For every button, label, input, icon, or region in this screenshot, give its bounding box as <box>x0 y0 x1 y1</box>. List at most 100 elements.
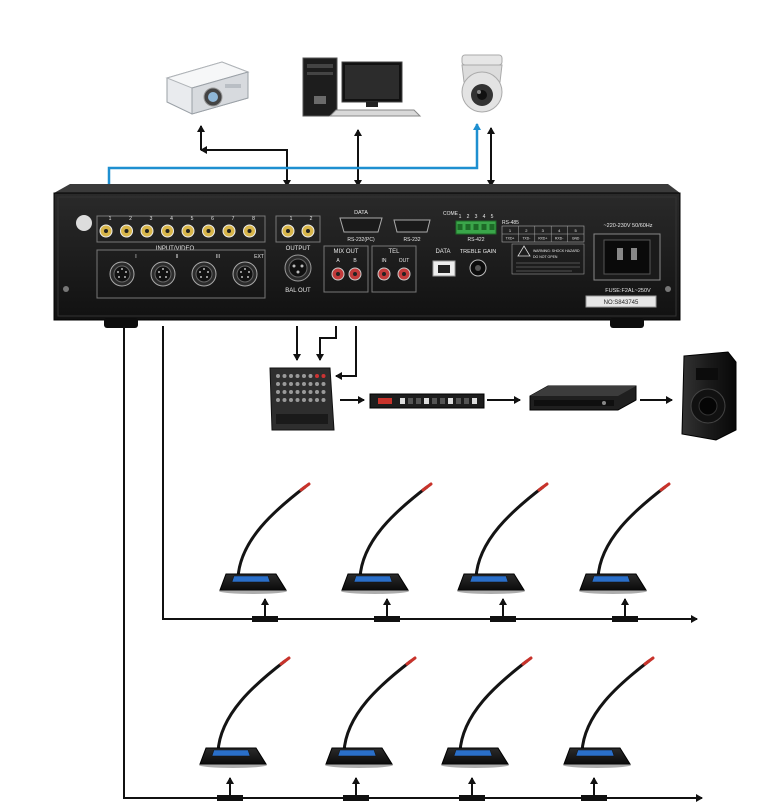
terminal-screw <box>465 224 471 230</box>
warning-box: WARNING: SHOCK HAZARD DO NOT OPEN <box>511 243 585 275</box>
serial-number: NO:S843745 <box>604 300 639 306</box>
microphone-row-2 <box>199 656 655 801</box>
conference-microphone-icon <box>457 482 549 594</box>
rs232-pc-port: DATA RS-232(PC) <box>339 210 383 243</box>
warning-line2: DO NOT OPEN <box>533 255 558 259</box>
svg-text:3: 3 <box>150 216 153 222</box>
rs485-signal: TXD+ <box>506 237 515 241</box>
loudspeaker-icon <box>681 351 737 441</box>
microphone-link <box>217 777 243 801</box>
rs485-pin: 2 <box>525 228 528 233</box>
rs485-signal: TXD- <box>522 237 530 241</box>
svg-text:4: 4 <box>170 216 173 222</box>
conference-microphone-icon <box>563 656 655 768</box>
rs232-pc-label: RS-232(PC) <box>347 237 375 243</box>
terminal-screw <box>481 224 487 230</box>
come-pin-number: 5 <box>491 214 494 220</box>
rs485-label: RS-485 <box>502 220 519 226</box>
svg-text:2: 2 <box>310 216 313 222</box>
data-rj45-port: DATA <box>432 249 456 277</box>
rca-input-jack: 7 <box>222 216 236 238</box>
mix-out-a-label: A <box>336 258 340 264</box>
svg-text:EXT: EXT <box>254 254 264 260</box>
bal-out-section: BAL OUT <box>284 254 312 294</box>
din-mic-socket: III <box>191 254 220 287</box>
input-video-label: INPUT/VIDEO <box>156 246 195 252</box>
tel-section: TEL IN OUT <box>371 245 417 293</box>
rs485-pin: 3 <box>542 228 545 233</box>
data-top-label: DATA <box>354 210 368 216</box>
conference-microphone-icon <box>219 482 311 594</box>
desktop-computer-icon <box>302 57 422 117</box>
conference-microphone-icon <box>199 656 291 768</box>
brand-logo <box>76 215 92 231</box>
treble-gain-label: TREBLE GAIN <box>460 249 496 255</box>
output-label: OUTPUT <box>286 246 311 252</box>
microphone-link <box>459 777 485 801</box>
rs485-pin: 1 <box>509 228 512 233</box>
warning-line1: WARNING: SHOCK HAZARD <box>533 249 580 253</box>
rca-input-jack: 1 <box>99 216 113 238</box>
svg-text:1: 1 <box>109 216 112 222</box>
power-amplifier-icon <box>529 385 637 411</box>
ptz-camera-icon <box>461 54 503 113</box>
tel-out-label: OUT <box>399 258 410 264</box>
rca-input-jack: 4 <box>161 216 174 238</box>
svg-text:I: I <box>135 254 136 260</box>
conference-microphone-icon <box>341 482 433 594</box>
microphone-link <box>581 777 607 801</box>
come-pin-number: 3 <box>475 214 478 220</box>
tel-label: TEL <box>388 249 400 255</box>
rca-input-jack: 5 <box>181 216 195 238</box>
din-mic-socket: I <box>109 254 137 287</box>
rs422-label: RS-422 <box>468 237 485 243</box>
din-mic-socket: II <box>150 254 179 287</box>
microphone-link <box>343 777 369 801</box>
rs485-pin: 4 <box>558 228 561 233</box>
terminal-screw <box>489 224 495 230</box>
mix-out-label: MIX OUT <box>334 249 359 255</box>
din-mic-socket: EXT <box>232 254 264 287</box>
data-label: DATA <box>435 249 450 255</box>
come-pin-number: 2 <box>467 214 470 220</box>
conference-microphone-icon <box>325 656 417 768</box>
projector-icon <box>165 61 250 115</box>
camera-serial-link <box>107 123 481 186</box>
terminal-screw <box>457 224 463 230</box>
mix-out-connection-lines <box>293 326 357 380</box>
fuse-label: FUSE:F2AL~250V <box>605 288 651 294</box>
voltage-label: ~220-230V 50/60Hz <box>603 223 652 229</box>
microphone-link <box>612 598 638 622</box>
output-section: 1 2 OUTPUT <box>275 215 321 252</box>
rs485-signal: GND <box>572 237 580 241</box>
rs232-label: RS-232 <box>404 237 421 243</box>
svg-text:5: 5 <box>191 216 194 222</box>
microphone-link <box>374 598 400 622</box>
rca-input-jack: 8 <box>243 216 256 238</box>
svg-text:III: III <box>216 254 220 260</box>
treble-gain-knob: TREBLE GAIN <box>460 249 496 277</box>
svg-text:6: 6 <box>211 216 214 222</box>
mix-out-section: MIX OUT A B <box>323 245 369 293</box>
svg-text:1: 1 <box>290 216 293 222</box>
rca-input-jack: 3 <box>140 216 154 238</box>
come-pin-number: 1 <box>459 214 462 220</box>
conference-microphone-icon <box>441 656 533 768</box>
power-inlet: ~220-230V 50/60Hz FUSE:F2AL~250V NO:S843… <box>585 223 661 308</box>
rs485-signal: RXD- <box>555 237 563 241</box>
projector-connection-line <box>197 125 291 187</box>
come-label: COME <box>443 211 459 217</box>
tel-in-label: IN <box>382 258 387 264</box>
rs232-port: RS-232 <box>393 219 431 243</box>
microphone-bus-row-1 <box>162 326 698 623</box>
svg-text:II: II <box>176 254 179 260</box>
rs485-pin: 5 <box>574 228 577 233</box>
bal-out-label: BAL OUT <box>285 288 311 294</box>
mix-out-b-label: B <box>353 258 357 264</box>
terminal-screw <box>473 224 479 230</box>
microphone-bus-row-2 <box>123 326 703 802</box>
